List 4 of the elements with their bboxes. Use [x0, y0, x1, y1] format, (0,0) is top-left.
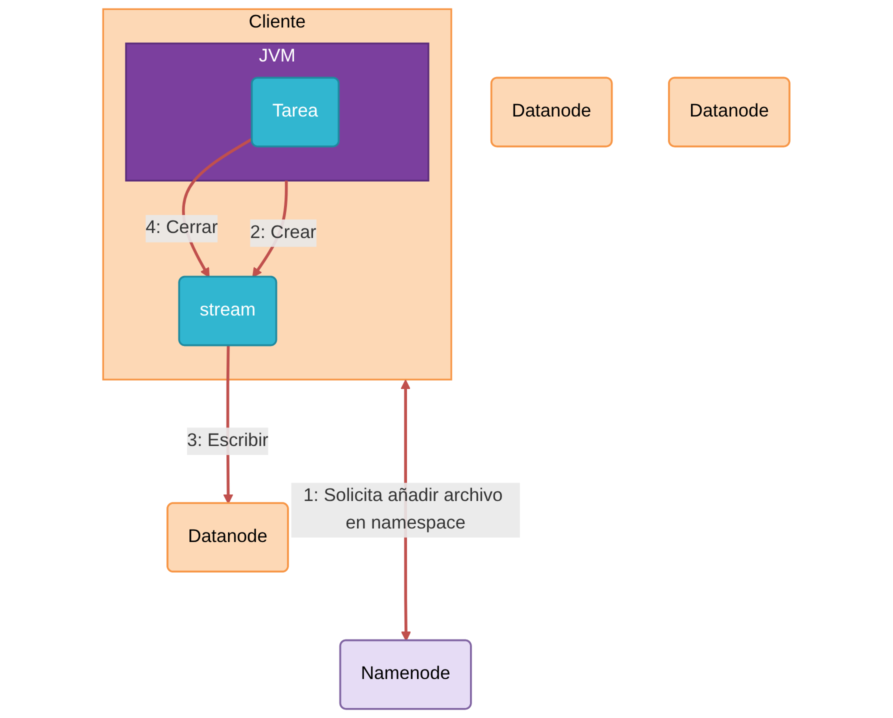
edge-label: 2: Crear	[250, 222, 316, 242]
edge-label: 3: Escribir	[187, 431, 269, 450]
edge-label: 1: Solicita añadir archivo en namespace	[304, 486, 503, 534]
edge-label: 4: Cerrar	[146, 218, 218, 238]
